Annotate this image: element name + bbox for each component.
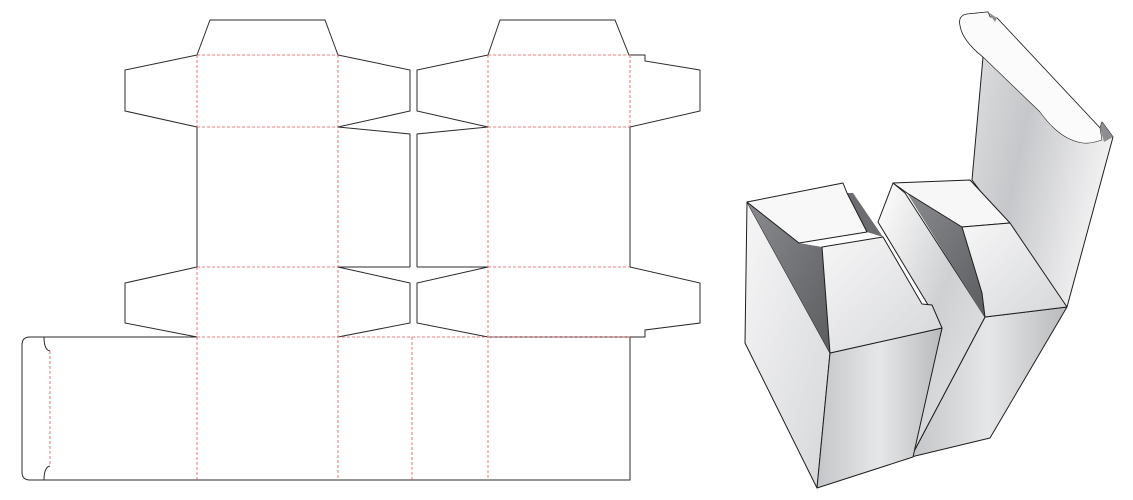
top-dust-flap-4 <box>629 70 701 267</box>
top-tuck-flap-left <box>196 19 339 56</box>
bottom-panel-strip <box>21 336 631 481</box>
dieline <box>21 19 701 481</box>
lid-tab <box>988 12 1113 142</box>
top-dust-flap-2 <box>337 54 411 267</box>
right-box-top-panel <box>961 222 1068 318</box>
top-dust-flap-3 <box>416 54 489 267</box>
top-dust-flap-1 <box>124 54 198 128</box>
fold-lines <box>49 54 631 480</box>
bottom-dust-flap-3 <box>416 266 489 338</box>
bottom-dust-flap-2 <box>337 266 411 338</box>
glue-flap-notch <box>43 336 51 481</box>
box-3d-mockup <box>744 11 1114 489</box>
cut-lines <box>21 19 701 481</box>
left-box-interior <box>747 202 830 353</box>
left-box-interior-strip <box>847 193 883 237</box>
left-box-top-flap <box>746 182 868 244</box>
right-box-interior <box>907 193 985 317</box>
bottom-dust-flap-4 <box>629 266 701 338</box>
bottom-dust-flap-1 <box>124 266 198 338</box>
left-box-top-panel <box>821 236 943 354</box>
top-tuck-flap-right <box>487 19 701 71</box>
